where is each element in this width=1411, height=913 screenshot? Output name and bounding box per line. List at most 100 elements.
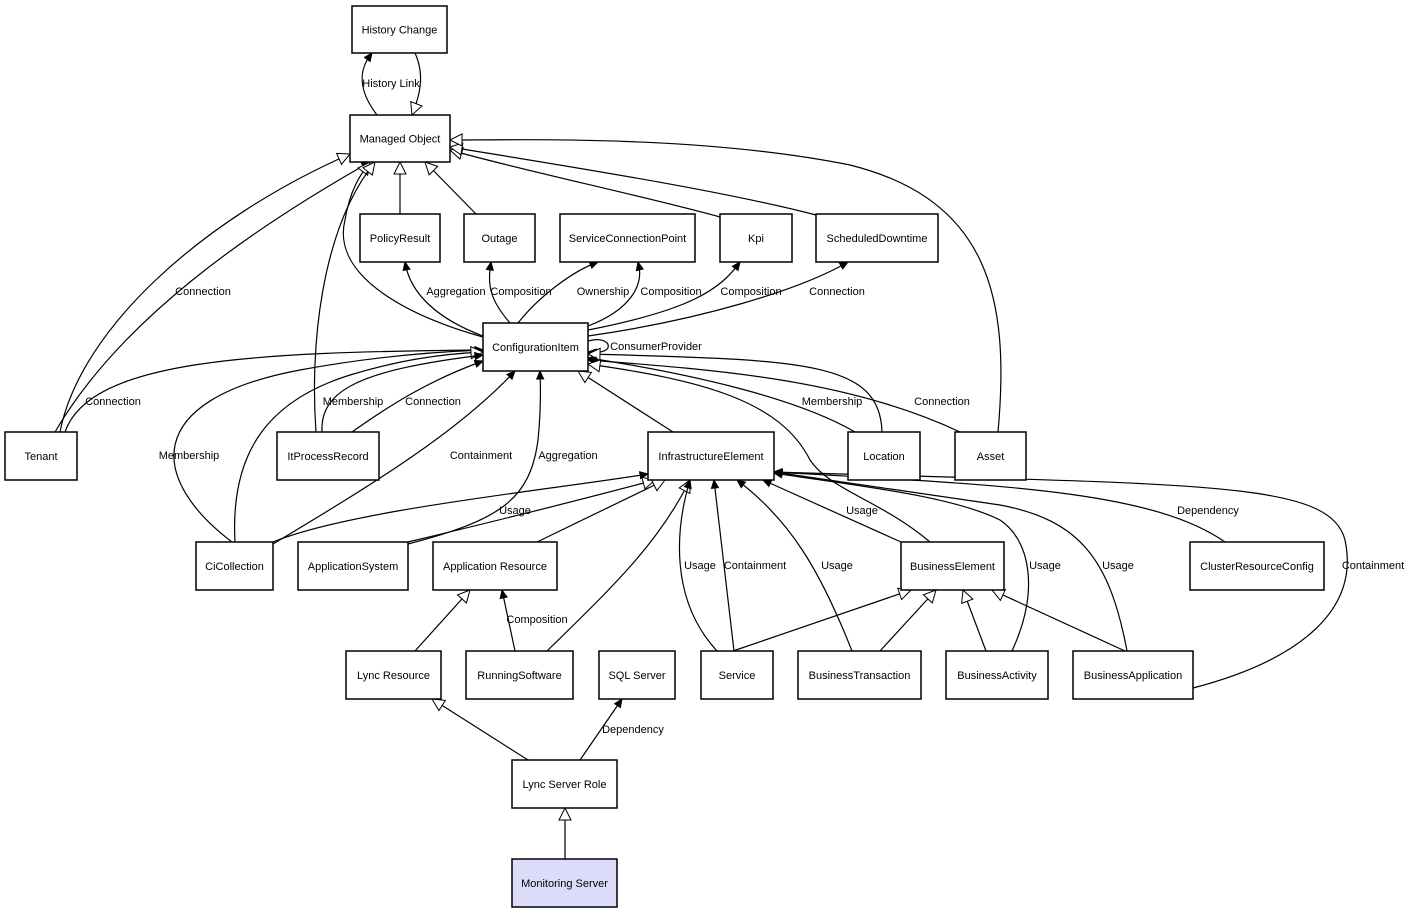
node-box[interactable]: [195, 541, 274, 591]
class-node-lync-server-role[interactable]: Lync Server Role: [511, 759, 618, 809]
class-node-ci-collection[interactable]: CiCollection: [195, 541, 274, 591]
node-box[interactable]: [1072, 650, 1194, 700]
hollow-arrowhead-icon: [431, 698, 447, 712]
class-node-location[interactable]: Location: [847, 431, 921, 481]
edge-path: [579, 698, 623, 761]
node-box[interactable]: [463, 213, 536, 263]
hollow-arrowhead-icon: [393, 160, 407, 175]
filled-arrowhead-icon: [506, 370, 516, 381]
class-node-policy-result[interactable]: PolicyResult: [359, 213, 441, 263]
class-node-configuration-item[interactable]: ConfigurationItem: [482, 322, 589, 372]
inheritance-edge: [536, 479, 667, 543]
association-edge: Usage: [678, 478, 718, 652]
association-edge: Dependency: [579, 697, 664, 761]
edge-label: Connection: [405, 396, 461, 408]
class-node-business-application[interactable]: BusinessApplication: [1072, 650, 1194, 700]
edge-path: [546, 479, 691, 652]
class-node-cluster-resource-config[interactable]: ClusterResourceConfig: [1189, 541, 1325, 591]
class-node-scheduled-downtime[interactable]: ScheduledDowntime: [815, 213, 939, 263]
edge-path: [773, 472, 1030, 652]
inheritance-edge: [961, 588, 987, 652]
edge-label: Connection: [809, 286, 865, 298]
class-node-sql-server[interactable]: SQL Server: [598, 650, 676, 700]
class-node-kpi[interactable]: Kpi: [719, 213, 793, 263]
edge-path: [233, 351, 484, 543]
node-box[interactable]: [349, 114, 451, 163]
node-box[interactable]: [1189, 541, 1325, 591]
node-label: BusinessActivity: [957, 670, 1037, 682]
node-box[interactable]: [432, 541, 558, 591]
node-label: Asset: [977, 451, 1005, 463]
node-box[interactable]: [797, 650, 922, 700]
class-node-business-transaction[interactable]: BusinessTransaction: [797, 650, 922, 700]
class-node-monitoring-server[interactable]: Monitoring Server: [511, 858, 618, 908]
class-node-business-element[interactable]: BusinessElement: [900, 541, 1005, 591]
edge-path: [272, 370, 516, 545]
edge-label: Usage: [821, 560, 853, 572]
edge-path: [732, 589, 912, 652]
class-node-managed-object[interactable]: Managed Object: [349, 114, 451, 163]
node-label: ConfigurationItem: [492, 342, 579, 354]
association-edge: History Link: [361, 51, 420, 116]
class-node-asset[interactable]: Asset: [954, 431, 1027, 481]
node-box[interactable]: [900, 541, 1005, 591]
node-box[interactable]: [719, 213, 793, 263]
node-box[interactable]: [598, 650, 676, 700]
edge-path: [64, 349, 484, 433]
node-box[interactable]: [276, 431, 380, 481]
class-node-business-activity[interactable]: BusinessActivity: [945, 650, 1049, 700]
hollow-arrowhead-icon: [456, 589, 471, 604]
node-box[interactable]: [700, 650, 774, 700]
class-node-service[interactable]: Service: [700, 650, 774, 700]
class-node-application-system[interactable]: ApplicationSystem: [297, 541, 409, 591]
edge-path: [587, 357, 856, 433]
node-box[interactable]: [647, 431, 775, 481]
hollow-arrowhead-icon: [448, 133, 463, 147]
filled-arrowhead-icon: [363, 51, 373, 63]
node-label: Application Resource: [443, 561, 547, 573]
association-edge: Ownership: [517, 261, 629, 324]
node-box[interactable]: [359, 213, 441, 263]
edge-label: Aggregation: [538, 450, 597, 462]
node-box[interactable]: [847, 431, 921, 481]
node-box[interactable]: [511, 759, 618, 809]
node-box[interactable]: [945, 650, 1049, 700]
class-node-running-software[interactable]: RunningSoftware: [465, 650, 574, 700]
node-box[interactable]: [345, 650, 442, 700]
node-label: SQL Server: [608, 670, 665, 682]
node-label: ApplicationSystem: [308, 561, 399, 573]
node-box[interactable]: [954, 431, 1027, 481]
edge-path: [449, 146, 817, 216]
node-box[interactable]: [482, 322, 589, 372]
association-edge: Usage: [761, 479, 902, 543]
node-label: ClusterResourceConfig: [1200, 561, 1314, 573]
node-box[interactable]: [297, 541, 409, 591]
edge-label: Connection: [85, 396, 141, 408]
edge-label: Usage: [1102, 560, 1134, 572]
filled-arrowhead-icon: [613, 697, 623, 709]
node-box[interactable]: [511, 858, 618, 908]
node-box[interactable]: [465, 650, 574, 700]
class-node-outage[interactable]: Outage: [463, 213, 536, 263]
class-node-it-process-record[interactable]: ItProcessRecord: [276, 431, 380, 481]
inheritance-edge: [448, 142, 817, 216]
class-node-tenant[interactable]: Tenant: [4, 431, 78, 481]
filled-arrowhead-icon: [761, 479, 773, 488]
class-node-application-resource[interactable]: Application Resource: [432, 541, 558, 591]
class-node-lync-resource[interactable]: Lync Resource: [345, 650, 442, 700]
node-box[interactable]: [815, 213, 939, 263]
class-node-infrastructure-element[interactable]: InfrastructureElement: [647, 431, 775, 481]
edge-label: Dependency: [1177, 505, 1239, 517]
association-edge: Usage: [736, 479, 853, 652]
node-label: BusinessApplication: [1084, 670, 1182, 682]
class-node-service-connection-point[interactable]: ServiceConnectionPoint: [559, 213, 696, 263]
edge-path: [587, 359, 961, 433]
inheritance-edge: [732, 587, 913, 652]
node-label: Location: [863, 451, 905, 463]
node-box[interactable]: [4, 431, 78, 481]
node-box[interactable]: [559, 213, 696, 263]
edge-label: Usage: [1029, 560, 1061, 572]
node-box[interactable]: [351, 5, 448, 54]
class-node-history-change[interactable]: History Change: [351, 5, 448, 54]
